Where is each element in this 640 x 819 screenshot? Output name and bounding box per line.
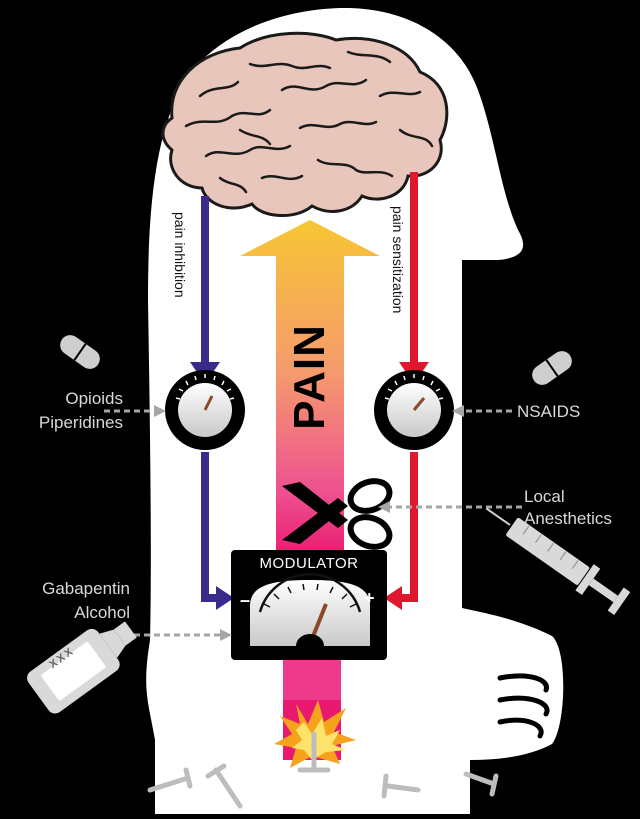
pain-signal-column-top [283, 660, 341, 700]
plus-sign: + [364, 588, 375, 608]
modulator-title: MODULATOR [259, 555, 359, 572]
sensitization-arrowhead-modulator [384, 586, 402, 610]
inhibition-arrowhead-modulator [216, 586, 234, 610]
brain-icon [161, 31, 449, 218]
connector-arrowheads [154, 405, 464, 641]
modulator-box [231, 550, 387, 660]
nsaids-label: NSAIDS [517, 402, 581, 421]
alcohol-label: Alcohol [74, 603, 130, 622]
pill-icon [532, 351, 572, 385]
nail-icon [147, 731, 499, 809]
opioids-label: Opioids [65, 389, 123, 408]
ear-detail [497, 673, 550, 739]
dial-icon [374, 370, 454, 450]
bottle-icon [27, 621, 137, 714]
syringe-icon [485, 507, 631, 616]
pill-icon [60, 335, 100, 369]
pain-label: PAIN [285, 324, 334, 430]
pain-label-box: PAIN [285, 322, 334, 432]
piperidines-label: Piperidines [38, 413, 123, 432]
gauge-icon [250, 573, 370, 646]
minus-sign: – [240, 590, 251, 610]
pain-sensitization-label: pain sensitization [390, 206, 406, 314]
dial-icon [165, 370, 245, 450]
gabapentin-label: Gabapentin [42, 579, 130, 598]
anesthetics-label: Anesthetics [524, 509, 612, 528]
pain-inhibition-label: pain inhibition [172, 212, 188, 298]
local-label: Local [524, 487, 565, 506]
scissors-icon [282, 478, 393, 550]
drug-connectors [104, 409, 522, 637]
pain-arrow [240, 220, 380, 560]
